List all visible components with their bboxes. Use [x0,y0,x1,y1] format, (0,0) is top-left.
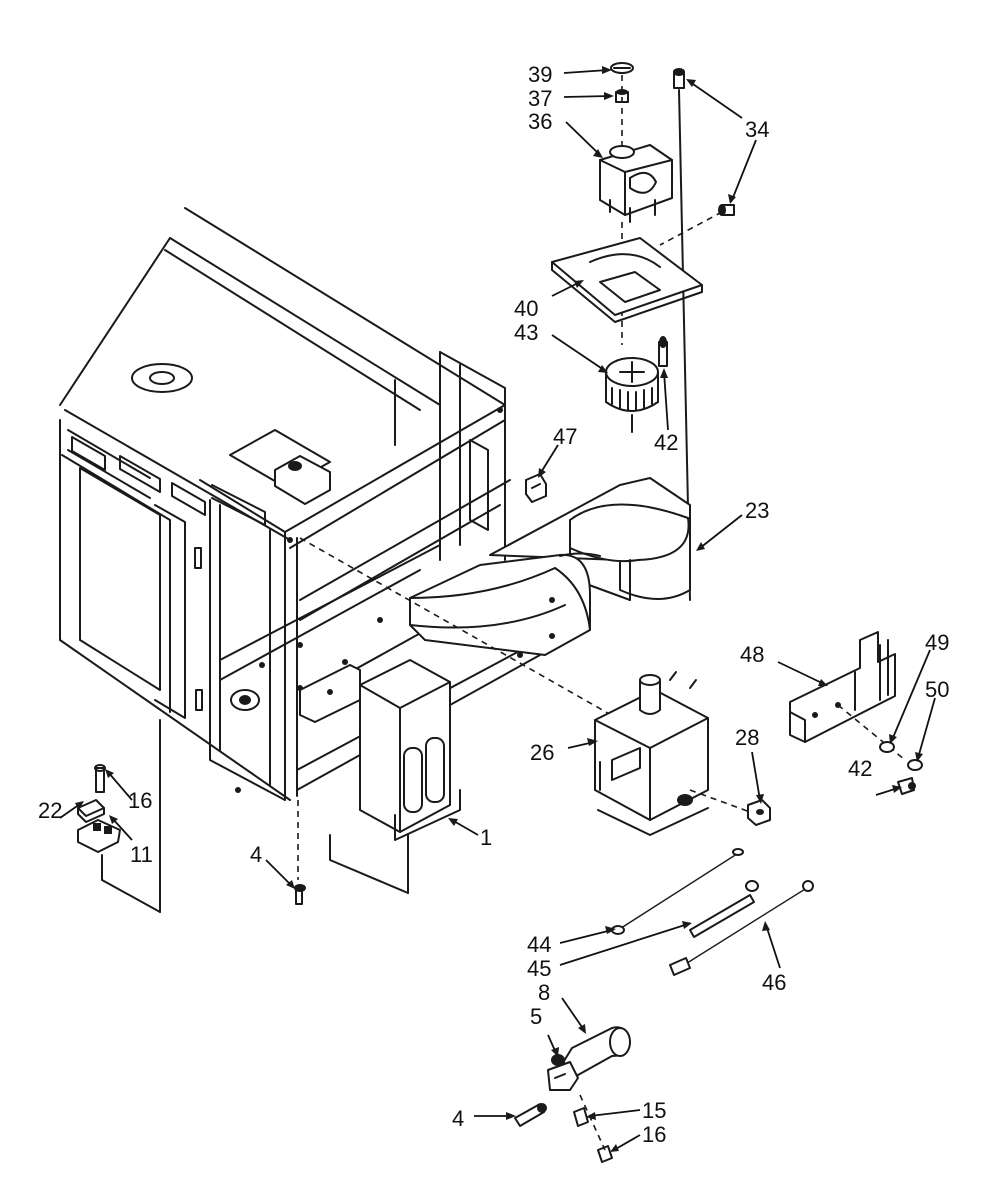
label-part-42-right: 42 [848,756,872,781]
label-part-34: 34 [745,117,769,142]
label-part-37: 37 [528,86,552,111]
label-part-50: 50 [925,677,949,702]
oven-cabinet [59,207,541,801]
label-part-39: 39 [528,62,552,87]
wire-leads [611,848,814,976]
label-part-11: 11 [130,842,153,867]
magnetron-part [299,537,709,836]
label-part-22: 22 [38,798,62,823]
screw-part [294,800,306,905]
label-part-23: 23 [745,498,769,523]
label-part-5: 5 [530,1004,542,1029]
air-duct-part [409,477,691,658]
label-part-4-left: 4 [250,842,262,867]
label-part-45: 45 [527,956,551,981]
label-part-15: 15 [642,1098,666,1123]
label-part-16-left: 16 [128,788,152,813]
label-part-40: 40 [514,296,538,321]
label-part-47: 47 [553,424,577,449]
label-part-42-top: 42 [654,430,678,455]
thermal-protector-part [689,789,771,826]
label-part-1: 1 [480,825,492,850]
label-part-16-bottom: 16 [642,1122,666,1147]
label-part-46: 46 [762,970,786,995]
label-part-44: 44 [527,932,551,957]
label-part-28: 28 [735,725,759,750]
clip-part [525,473,547,503]
door-switch-parts [77,719,161,913]
mounting-bracket-part [789,631,923,795]
transformer-part [299,659,461,894]
label-part-48: 48 [740,642,764,667]
label-part-36: 36 [528,109,552,134]
label-part-26: 26 [530,740,554,765]
capacitor-assembly [514,1026,631,1163]
label-part-4-bottom: 4 [452,1106,464,1131]
label-part-8: 8 [538,980,550,1005]
label-part-43: 43 [514,320,538,345]
label-part-49: 49 [925,630,949,655]
leader-arrows [59,66,936,1152]
part-number-labels: 39 37 36 34 40 43 42 47 23 48 49 50 42 2… [38,62,949,1147]
